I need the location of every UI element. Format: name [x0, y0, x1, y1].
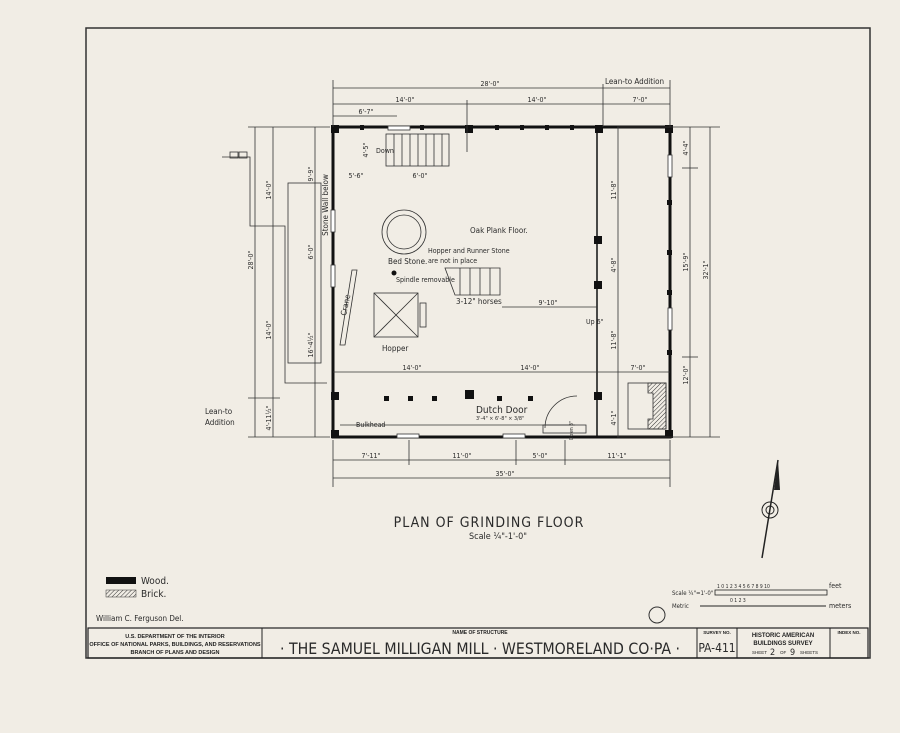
sheet-of: OF — [780, 650, 787, 655]
scale-feet-unit: feet — [829, 582, 842, 590]
habs-line-2: BUILDINGS SURVEY — [753, 641, 812, 647]
structure-name: · THE SAMUEL MILLIGAN MILL · WESTMORELAN… — [280, 639, 680, 658]
dim-bot-a: 7'-11" — [362, 452, 381, 460]
label-lean-to-left-1: Lean-to — [205, 407, 233, 416]
sheet-border — [85, 27, 871, 659]
sheet-prefix: SHEET — [752, 650, 767, 655]
sheet-number: 2 — [770, 648, 775, 658]
dim-stair-width: 6'-0" — [413, 172, 428, 180]
label-hopper: Hopper — [382, 344, 408, 353]
habs-line-1: HISTORIC AMERICAN — [752, 633, 814, 639]
drawing-title: PLAN OF GRINDING FLOOR — [394, 515, 585, 531]
dim-bot-overall: 35'-0" — [496, 470, 515, 478]
dim-right-a: 4'-4" — [682, 140, 690, 155]
dim-left-d: 9'-9" — [307, 166, 315, 181]
crane — [339, 269, 358, 346]
wood-posts — [331, 125, 673, 438]
north-arrow-icon — [761, 459, 780, 559]
dim-top-stair: 6'-7" — [359, 108, 374, 116]
bed-stone — [381, 209, 427, 255]
legend-swatch-brick — [105, 589, 137, 598]
label-bulkhead: Bulkhead — [356, 421, 385, 429]
delineator: William C. Ferguson Del. — [96, 614, 184, 623]
dim-right-b: 15'-9" — [682, 252, 690, 271]
label-dutch-door-size: 3'-4" × 6'-8" × 3/8" — [476, 416, 524, 422]
legend-label-brick: Brick. — [141, 589, 166, 600]
dim-inner-b: 4'-8" — [610, 257, 618, 272]
legend: Wood. Brick. — [105, 576, 169, 600]
floor-plan: 28'-0" 14'-0" 14'-0" 7'-0" 6'-7" 6'-0" 5… — [205, 77, 720, 487]
dim-inner-a: 11'-8" — [610, 180, 618, 199]
sheets-suffix: SHEETS — [800, 650, 818, 655]
scale-bar: Scale ¼"=1'-0" 1 0 1 2 3 4 5 6 7 8 9 10 … — [648, 582, 851, 624]
dim-bot-c: 5'-0" — [533, 452, 548, 460]
dim-mid-a: 14'-0" — [403, 364, 422, 372]
legend-label-wood: Wood. — [141, 576, 169, 587]
label-bed-stone: Bed Stone. — [388, 257, 427, 266]
label-lean-to-left-2: Addition — [205, 418, 235, 427]
sheets-total: 9 — [790, 648, 795, 658]
dutch-door — [544, 395, 578, 429]
hopper — [373, 292, 427, 338]
scale-metric-unit: meters — [829, 602, 851, 610]
dim-top-a: 14'-0" — [396, 96, 415, 104]
dim-left-overall: 28'-0" — [247, 250, 255, 269]
dim-left-a: 14'-0" — [265, 180, 273, 199]
brick-hearth — [627, 382, 667, 430]
label-hopper-runner-2: are not in place — [428, 257, 477, 265]
label-horses: 3-12" horses — [456, 297, 502, 306]
department-line-1: U.S. DEPARTMENT OF THE INTERIOR — [125, 634, 225, 640]
dim-left-c: 4'-11½" — [265, 405, 273, 430]
label-up: Up 6" — [586, 318, 604, 326]
dim-inner-d: 4'-1" — [610, 410, 618, 425]
dim-stair-offset: 5'-6" — [349, 172, 364, 180]
dim-top-overall: 28'-0" — [481, 80, 500, 88]
dim-left-b: 14'-0" — [265, 320, 273, 339]
department-line-2: OFFICE OF NATIONAL PARKS, BUILDINGS, AND… — [89, 642, 261, 648]
dim-right-overall: 32'-1" — [702, 260, 710, 279]
dim-left-e: 6'-0" — [307, 244, 315, 259]
drawing-scale: Scale ¼"-1'-0" — [469, 532, 527, 542]
label-crane: Crane — [339, 293, 352, 316]
seal-icon — [648, 606, 666, 624]
label-spindle: Spindle removable — [396, 276, 455, 284]
dim-span: 9'-10" — [539, 299, 558, 307]
name-caption: NAME OF STRUCTURE — [452, 630, 508, 636]
dim-bot-d: 11'-1" — [608, 452, 627, 460]
label-stone-wall: Stone Wall below — [321, 174, 330, 236]
label-down: Down — [376, 147, 394, 155]
scale-metric-ticks: 0 1 2 3 — [730, 598, 746, 604]
spindle — [391, 270, 397, 276]
dim-left-f: 16'-4½" — [307, 332, 315, 357]
label-down-2: Down 3" — [569, 421, 575, 440]
dim-mid-c: 7'-0" — [631, 364, 646, 372]
dim-bot-b: 11'-0" — [453, 452, 472, 460]
title-block: U.S. DEPARTMENT OF THE INTERIOR OFFICE O… — [87, 627, 869, 659]
label-hopper-runner-1: Hopper and Runner Stone — [428, 247, 510, 255]
legend-swatch-wood — [106, 577, 136, 584]
scale-metric-label: Metric — [672, 603, 689, 610]
dim-mid-b: 14'-0" — [521, 364, 540, 372]
dimension-lines — [248, 80, 720, 487]
label-dutch-door: Dutch Door — [476, 405, 528, 416]
label-lean-to-top: Lean-to Addition — [605, 77, 664, 86]
index-caption: INDEX NO. — [837, 630, 860, 635]
label-oak-floor: Oak Plank Floor. — [470, 226, 528, 235]
scale-feet-label: Scale ¼"=1'-0" — [672, 590, 713, 597]
dim-inner-c: 11'-8" — [610, 330, 618, 349]
dim-stair-height: 4'-5" — [362, 142, 370, 157]
dim-top-b: 14'-0" — [528, 96, 547, 104]
survey-caption: SURVEY NO. — [703, 630, 731, 635]
stair-horses — [444, 267, 501, 296]
dim-top-c: 7'-0" — [633, 96, 648, 104]
dim-right-c: 12'-0" — [682, 365, 690, 384]
survey-number: PA-411 — [698, 641, 735, 655]
stair-down — [385, 133, 450, 167]
department-line-3: BRANCH OF PLANS AND DESIGN — [130, 650, 219, 656]
scale-feet-ticks: 1 0 1 2 3 4 5 6 7 8 9 10 — [717, 584, 770, 590]
